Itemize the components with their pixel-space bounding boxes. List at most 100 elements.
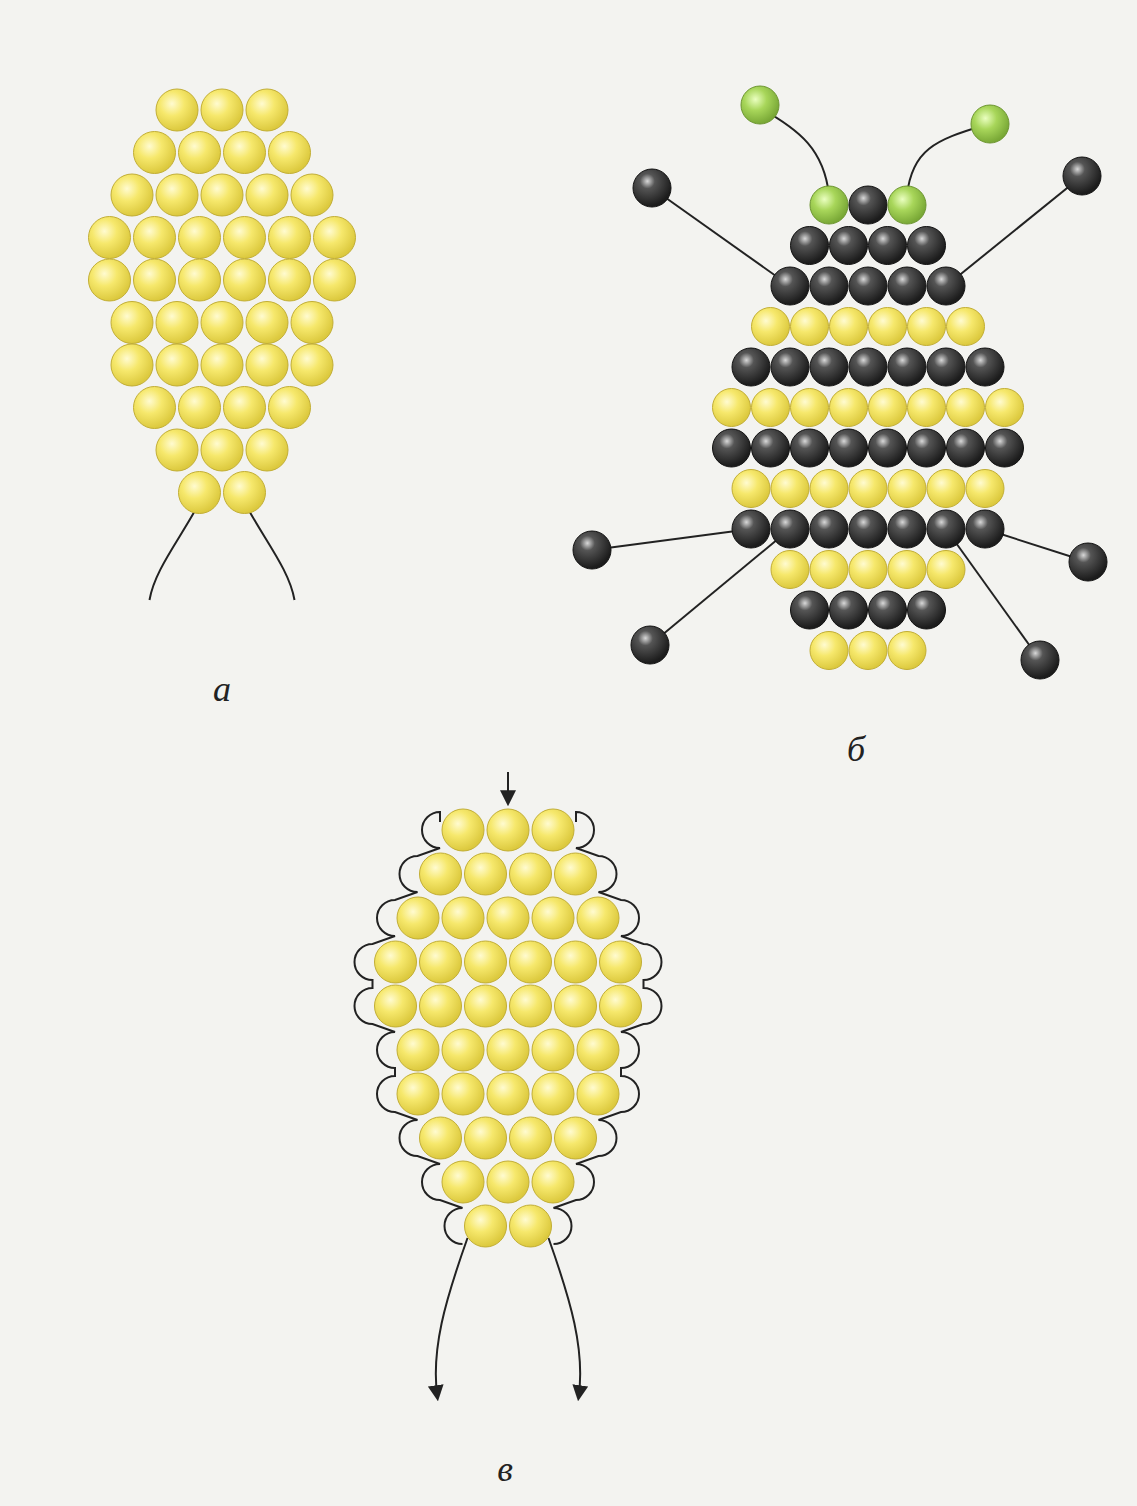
bead	[869, 429, 907, 467]
bead	[201, 302, 243, 344]
bead	[465, 985, 507, 1027]
bead	[908, 429, 946, 467]
end-bead	[971, 105, 1009, 143]
bead	[465, 1117, 507, 1159]
figure-letter: а	[213, 668, 231, 710]
bead	[713, 389, 751, 427]
bead	[246, 302, 288, 344]
end-bead	[1021, 641, 1059, 679]
bead	[577, 897, 619, 939]
bead	[269, 387, 311, 429]
wire	[549, 1238, 581, 1398]
bead	[246, 344, 288, 386]
bead	[532, 1161, 574, 1203]
wire	[436, 1238, 468, 1398]
bead	[888, 510, 926, 548]
bead	[908, 389, 946, 427]
bead	[224, 217, 266, 259]
wire	[507, 772, 509, 803]
bead	[555, 941, 597, 983]
wire	[946, 176, 1082, 286]
bead	[849, 186, 887, 224]
bead	[397, 1073, 439, 1115]
bead	[810, 186, 848, 224]
bead	[810, 267, 848, 305]
bead	[224, 472, 266, 514]
bead	[947, 308, 985, 346]
bead	[830, 308, 868, 346]
bead	[927, 551, 965, 589]
bead	[771, 510, 809, 548]
bead	[771, 470, 809, 508]
bead	[201, 429, 243, 471]
bead	[179, 259, 221, 301]
bead	[532, 1029, 574, 1071]
bead	[849, 632, 887, 670]
bead	[510, 1117, 552, 1159]
bead	[314, 217, 356, 259]
bead	[888, 470, 926, 508]
end-bead	[633, 169, 671, 207]
bead	[947, 429, 985, 467]
bead	[830, 227, 868, 265]
bead	[555, 985, 597, 1027]
bead	[420, 1117, 462, 1159]
bead	[442, 1161, 484, 1203]
bead	[830, 591, 868, 629]
bead	[201, 89, 243, 131]
bead	[314, 259, 356, 301]
bead	[927, 348, 965, 386]
bead	[375, 941, 417, 983]
bead	[830, 389, 868, 427]
bead	[134, 132, 176, 174]
bead	[869, 308, 907, 346]
bead	[810, 470, 848, 508]
bead	[752, 429, 790, 467]
bead	[487, 1161, 529, 1203]
bead	[791, 389, 829, 427]
bead	[510, 941, 552, 983]
bead	[487, 1073, 529, 1115]
bead	[246, 429, 288, 471]
bead	[465, 1205, 507, 1247]
bead	[732, 510, 770, 548]
bead	[510, 1205, 552, 1247]
figure-letter: б	[847, 728, 865, 770]
bead	[888, 632, 926, 670]
bead	[134, 387, 176, 429]
end-bead	[573, 531, 611, 569]
bead	[134, 259, 176, 301]
wire	[592, 529, 751, 550]
bead	[291, 302, 333, 344]
bead	[849, 470, 887, 508]
bead	[420, 985, 462, 1027]
bead	[246, 89, 288, 131]
wire	[907, 125, 985, 195]
bead	[510, 853, 552, 895]
bead	[732, 348, 770, 386]
bead	[246, 174, 288, 216]
bead	[269, 132, 311, 174]
bead	[555, 853, 597, 895]
bead	[830, 429, 868, 467]
bead	[888, 186, 926, 224]
bead	[966, 510, 1004, 548]
bead	[179, 387, 221, 429]
bead	[111, 344, 153, 386]
bead	[908, 308, 946, 346]
bead	[966, 348, 1004, 386]
bead	[201, 344, 243, 386]
bead	[397, 1029, 439, 1071]
bead	[927, 510, 965, 548]
bead	[224, 132, 266, 174]
bead	[577, 1073, 619, 1115]
wire	[650, 529, 790, 645]
bead	[442, 1073, 484, 1115]
bead	[156, 344, 198, 386]
bead	[810, 348, 848, 386]
bead	[732, 470, 770, 508]
bead	[156, 89, 198, 131]
bead	[810, 551, 848, 589]
bead	[224, 387, 266, 429]
